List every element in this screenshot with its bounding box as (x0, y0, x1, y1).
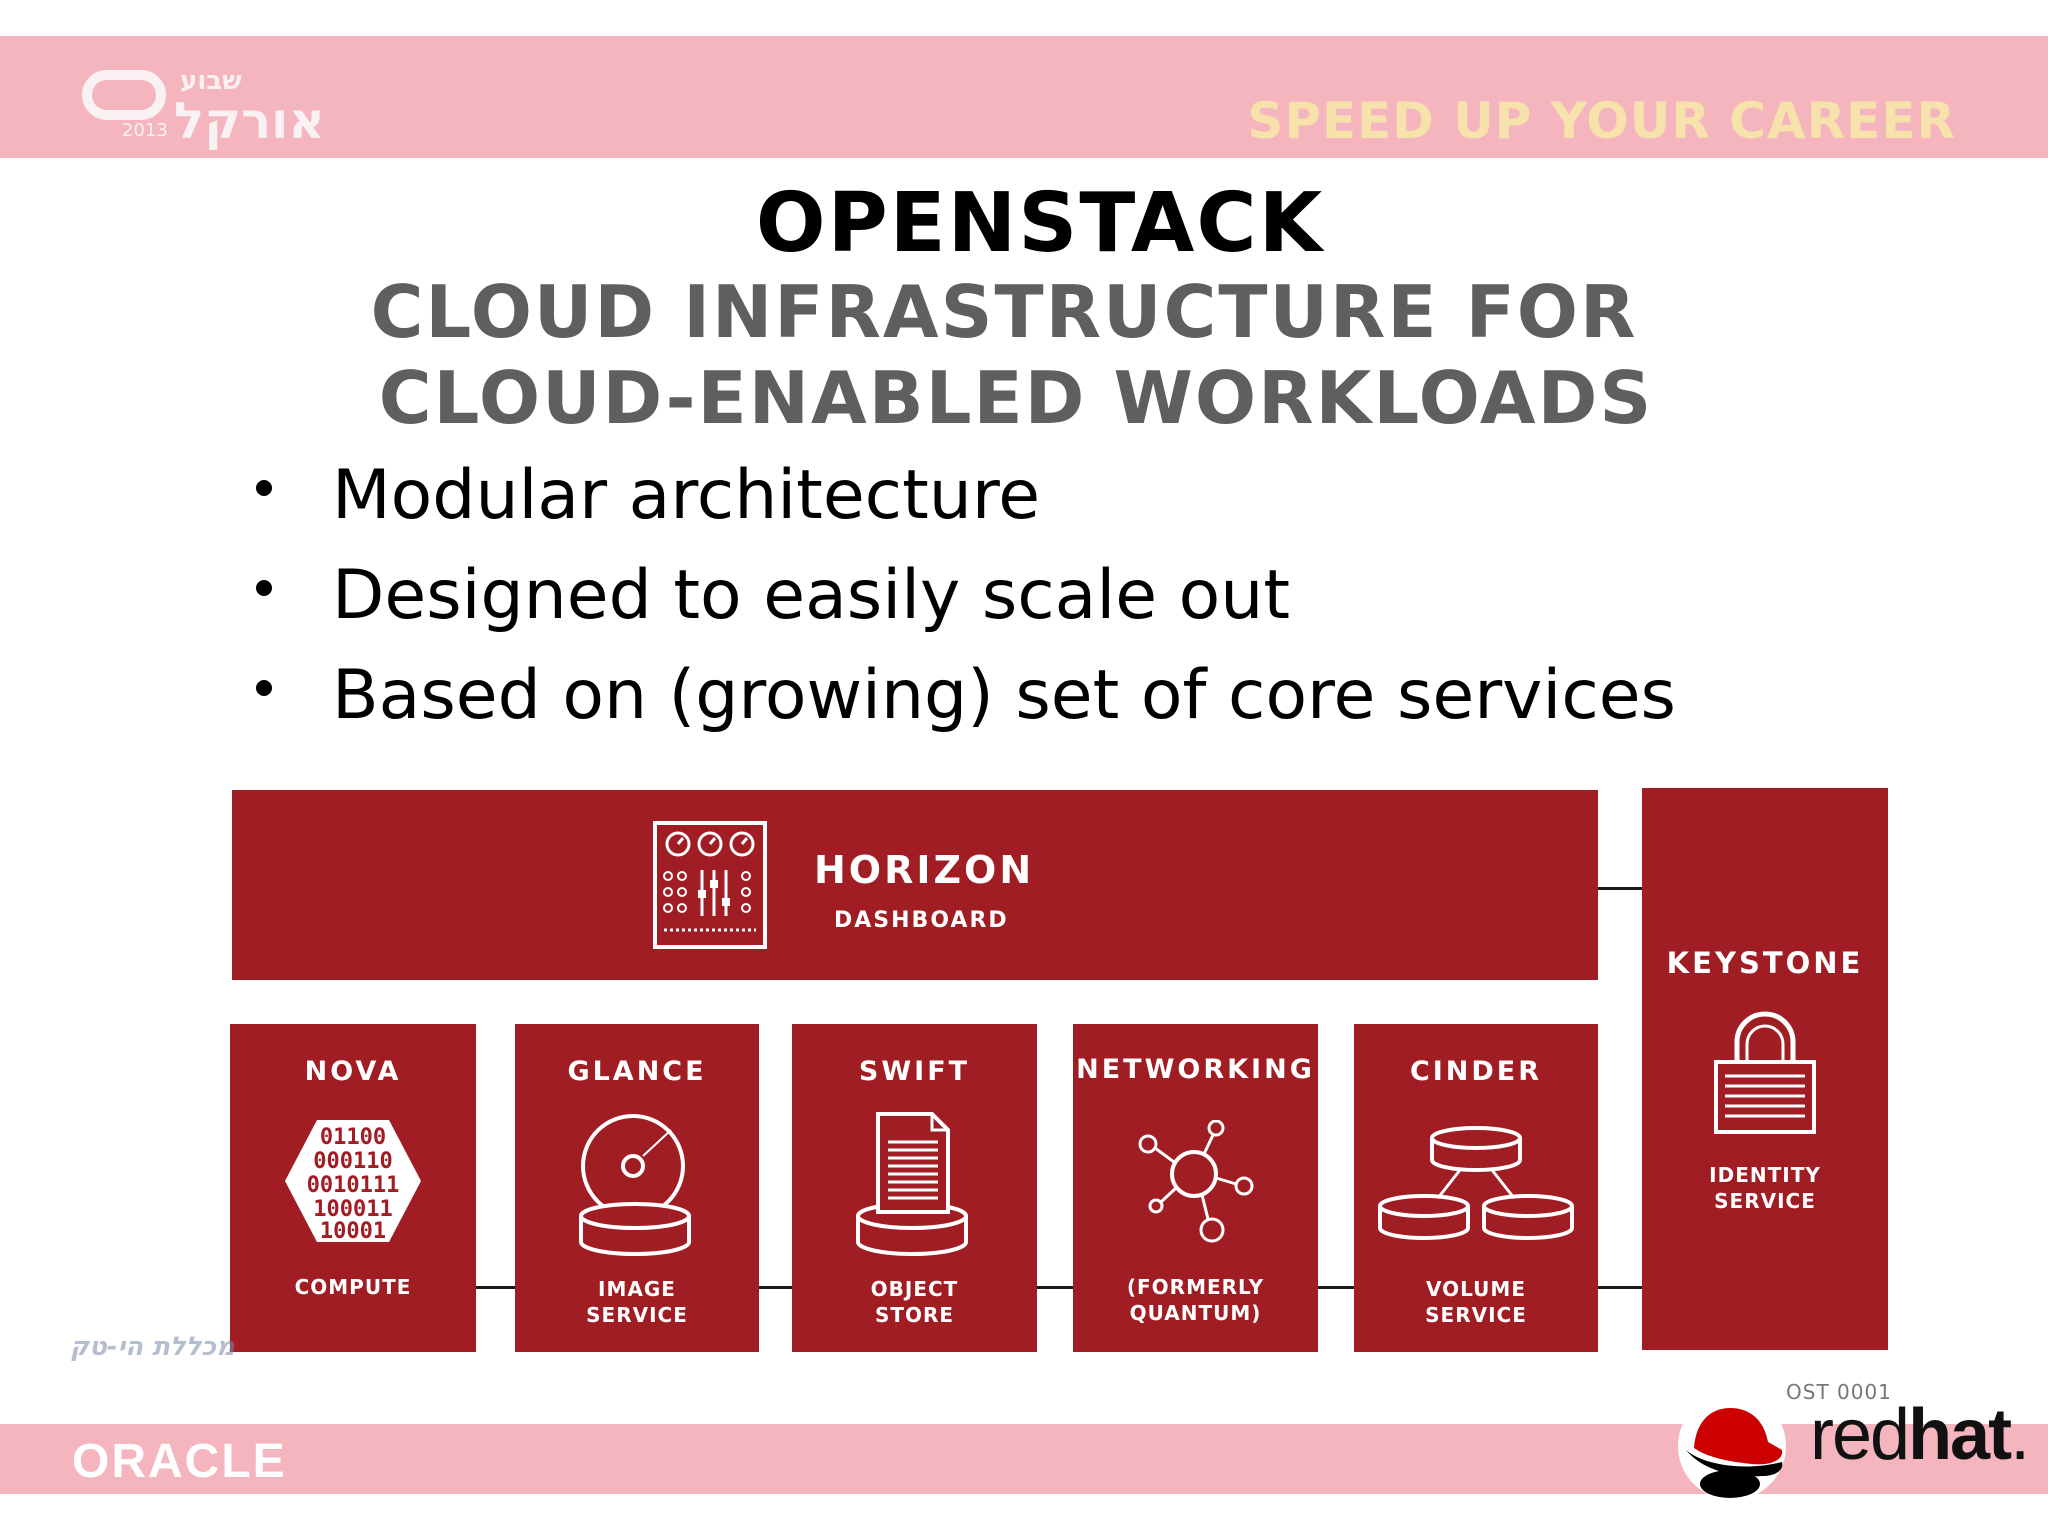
glance-desc-line-2: SERVICE (586, 1303, 688, 1327)
networking-box: NETWORKING (FORMERLY QUANTUM) (1073, 1024, 1318, 1352)
compute-binary-icon: 01100 000110 0010111 100011 10001 (285, 1120, 421, 1244)
slide-subtitle-line-2: CLOUD-ENABLED WORKLOADS (378, 356, 1654, 440)
binary-row: 000110 (313, 1149, 392, 1174)
bullet-text: Based on (growing) set of core services (332, 656, 1676, 735)
bullet-item: Based on (growing) set of core services (250, 656, 1676, 756)
keystone-name: KEYSTONE (1666, 946, 1864, 980)
redhat-wordmark: redhat. (1810, 1394, 2030, 1476)
bullet-dot-icon (256, 680, 272, 696)
bullet-text: Designed to easily scale out (332, 556, 1291, 635)
dashboard-icon (653, 821, 767, 949)
oracle-ring-icon (82, 70, 166, 120)
shadowman-hat-icon (1678, 1392, 1786, 1500)
college-watermark-logo: מכללת הי-טק (70, 1322, 330, 1382)
glance-name: GLANCE (567, 1056, 707, 1087)
bullet-item: Designed to easily scale out (250, 556, 1676, 656)
logo-hebrew-top: שבוע (180, 66, 242, 96)
redhat-logo: redhat. (1672, 1390, 2030, 1500)
bullet-item: Modular architecture (250, 456, 1676, 556)
networking-desc-line-1: (FORMERLY (1126, 1275, 1265, 1299)
slide-code: OST 0001 (1786, 1380, 1892, 1404)
padlock-icon (1714, 1011, 1816, 1134)
bullet-dot-icon (256, 580, 272, 596)
glance-box: GLANCE IMAGE SERVICE (515, 1024, 759, 1352)
binary-row: 01100 (320, 1125, 386, 1150)
connector-glance-swift (759, 1286, 792, 1289)
logo-year: 2013 (122, 120, 168, 141)
swift-desc-line-1: OBJECT (870, 1277, 959, 1301)
network-nodes-icon (1138, 1120, 1254, 1243)
oracle-logo: ORACLE (72, 1435, 287, 1488)
swift-name: SWIFT (858, 1056, 971, 1087)
connector-networking-cinder (1318, 1286, 1354, 1289)
keystone-desc-line-2: SERVICE (1714, 1189, 1816, 1213)
redhat-word-hat: hat (1908, 1395, 2012, 1475)
cinder-desc-line-2: SERVICE (1425, 1303, 1527, 1327)
cinder-box: CINDER VOLUME SERVICE (1354, 1024, 1598, 1352)
networking-desc-line-2: QUANTUM) (1129, 1301, 1262, 1325)
bullet-list: Modular architecture Designed to easily … (250, 456, 1676, 756)
swift-box: SWIFT OBJECT STORE (792, 1024, 1037, 1352)
college-logo-text: מכללת הי-טק (70, 1332, 235, 1362)
binary-row: 0010111 (307, 1173, 400, 1198)
horizon-box: HORIZON DASHBOARD (232, 790, 1598, 980)
header-band (0, 36, 2048, 158)
cinder-desc-line-1: VOLUME (1426, 1277, 1526, 1301)
binary-row: 100011 (313, 1197, 392, 1222)
binary-row: 10001 (320, 1219, 386, 1244)
horizon-desc: DASHBOARD (834, 908, 1009, 933)
redhat-word-red: red (1810, 1395, 1910, 1475)
bullet-text: Modular architecture (332, 456, 1041, 535)
disc-image-icon (579, 1114, 691, 1256)
cinder-name: CINDER (1409, 1056, 1543, 1087)
glance-desc-line-1: IMAGE (598, 1277, 676, 1301)
oracle-week-logo: שבוע 2013 אורקל (82, 66, 325, 156)
document-storage-icon (856, 1112, 968, 1256)
keystone-desc-line-1: IDENTITY (1709, 1163, 1821, 1187)
slogan: SPEED UP YOUR CAREER (1247, 92, 1956, 150)
block-volumes-icon (1378, 1126, 1574, 1240)
redhat-word-dot: . (2010, 1395, 2030, 1475)
bullet-dot-icon (256, 480, 272, 496)
connector-nova-glance (476, 1286, 515, 1289)
connector-swift-networking (1037, 1286, 1073, 1289)
slide-subtitle-line-1: CLOUD INFRASTRUCTURE FOR (370, 270, 1638, 354)
nova-name: NOVA (304, 1056, 402, 1087)
nova-box: NOVA 01100 000110 0010111 100011 10001 C… (230, 1024, 476, 1352)
nova-desc: COMPUTE (294, 1275, 412, 1299)
horizon-name: HORIZON (814, 848, 1035, 892)
swift-desc-line-2: STORE (874, 1303, 955, 1327)
connector-cinder-keystone (1598, 1286, 1642, 1289)
networking-name: NETWORKING (1076, 1054, 1315, 1085)
connector-horizon-keystone (1598, 887, 1642, 890)
slide-title: OPENSTACK (755, 176, 1325, 271)
keystone-box: KEYSTONE IDENTITY SERVICE (1642, 788, 1888, 1350)
logo-hebrew-main: אורקל (174, 92, 325, 150)
